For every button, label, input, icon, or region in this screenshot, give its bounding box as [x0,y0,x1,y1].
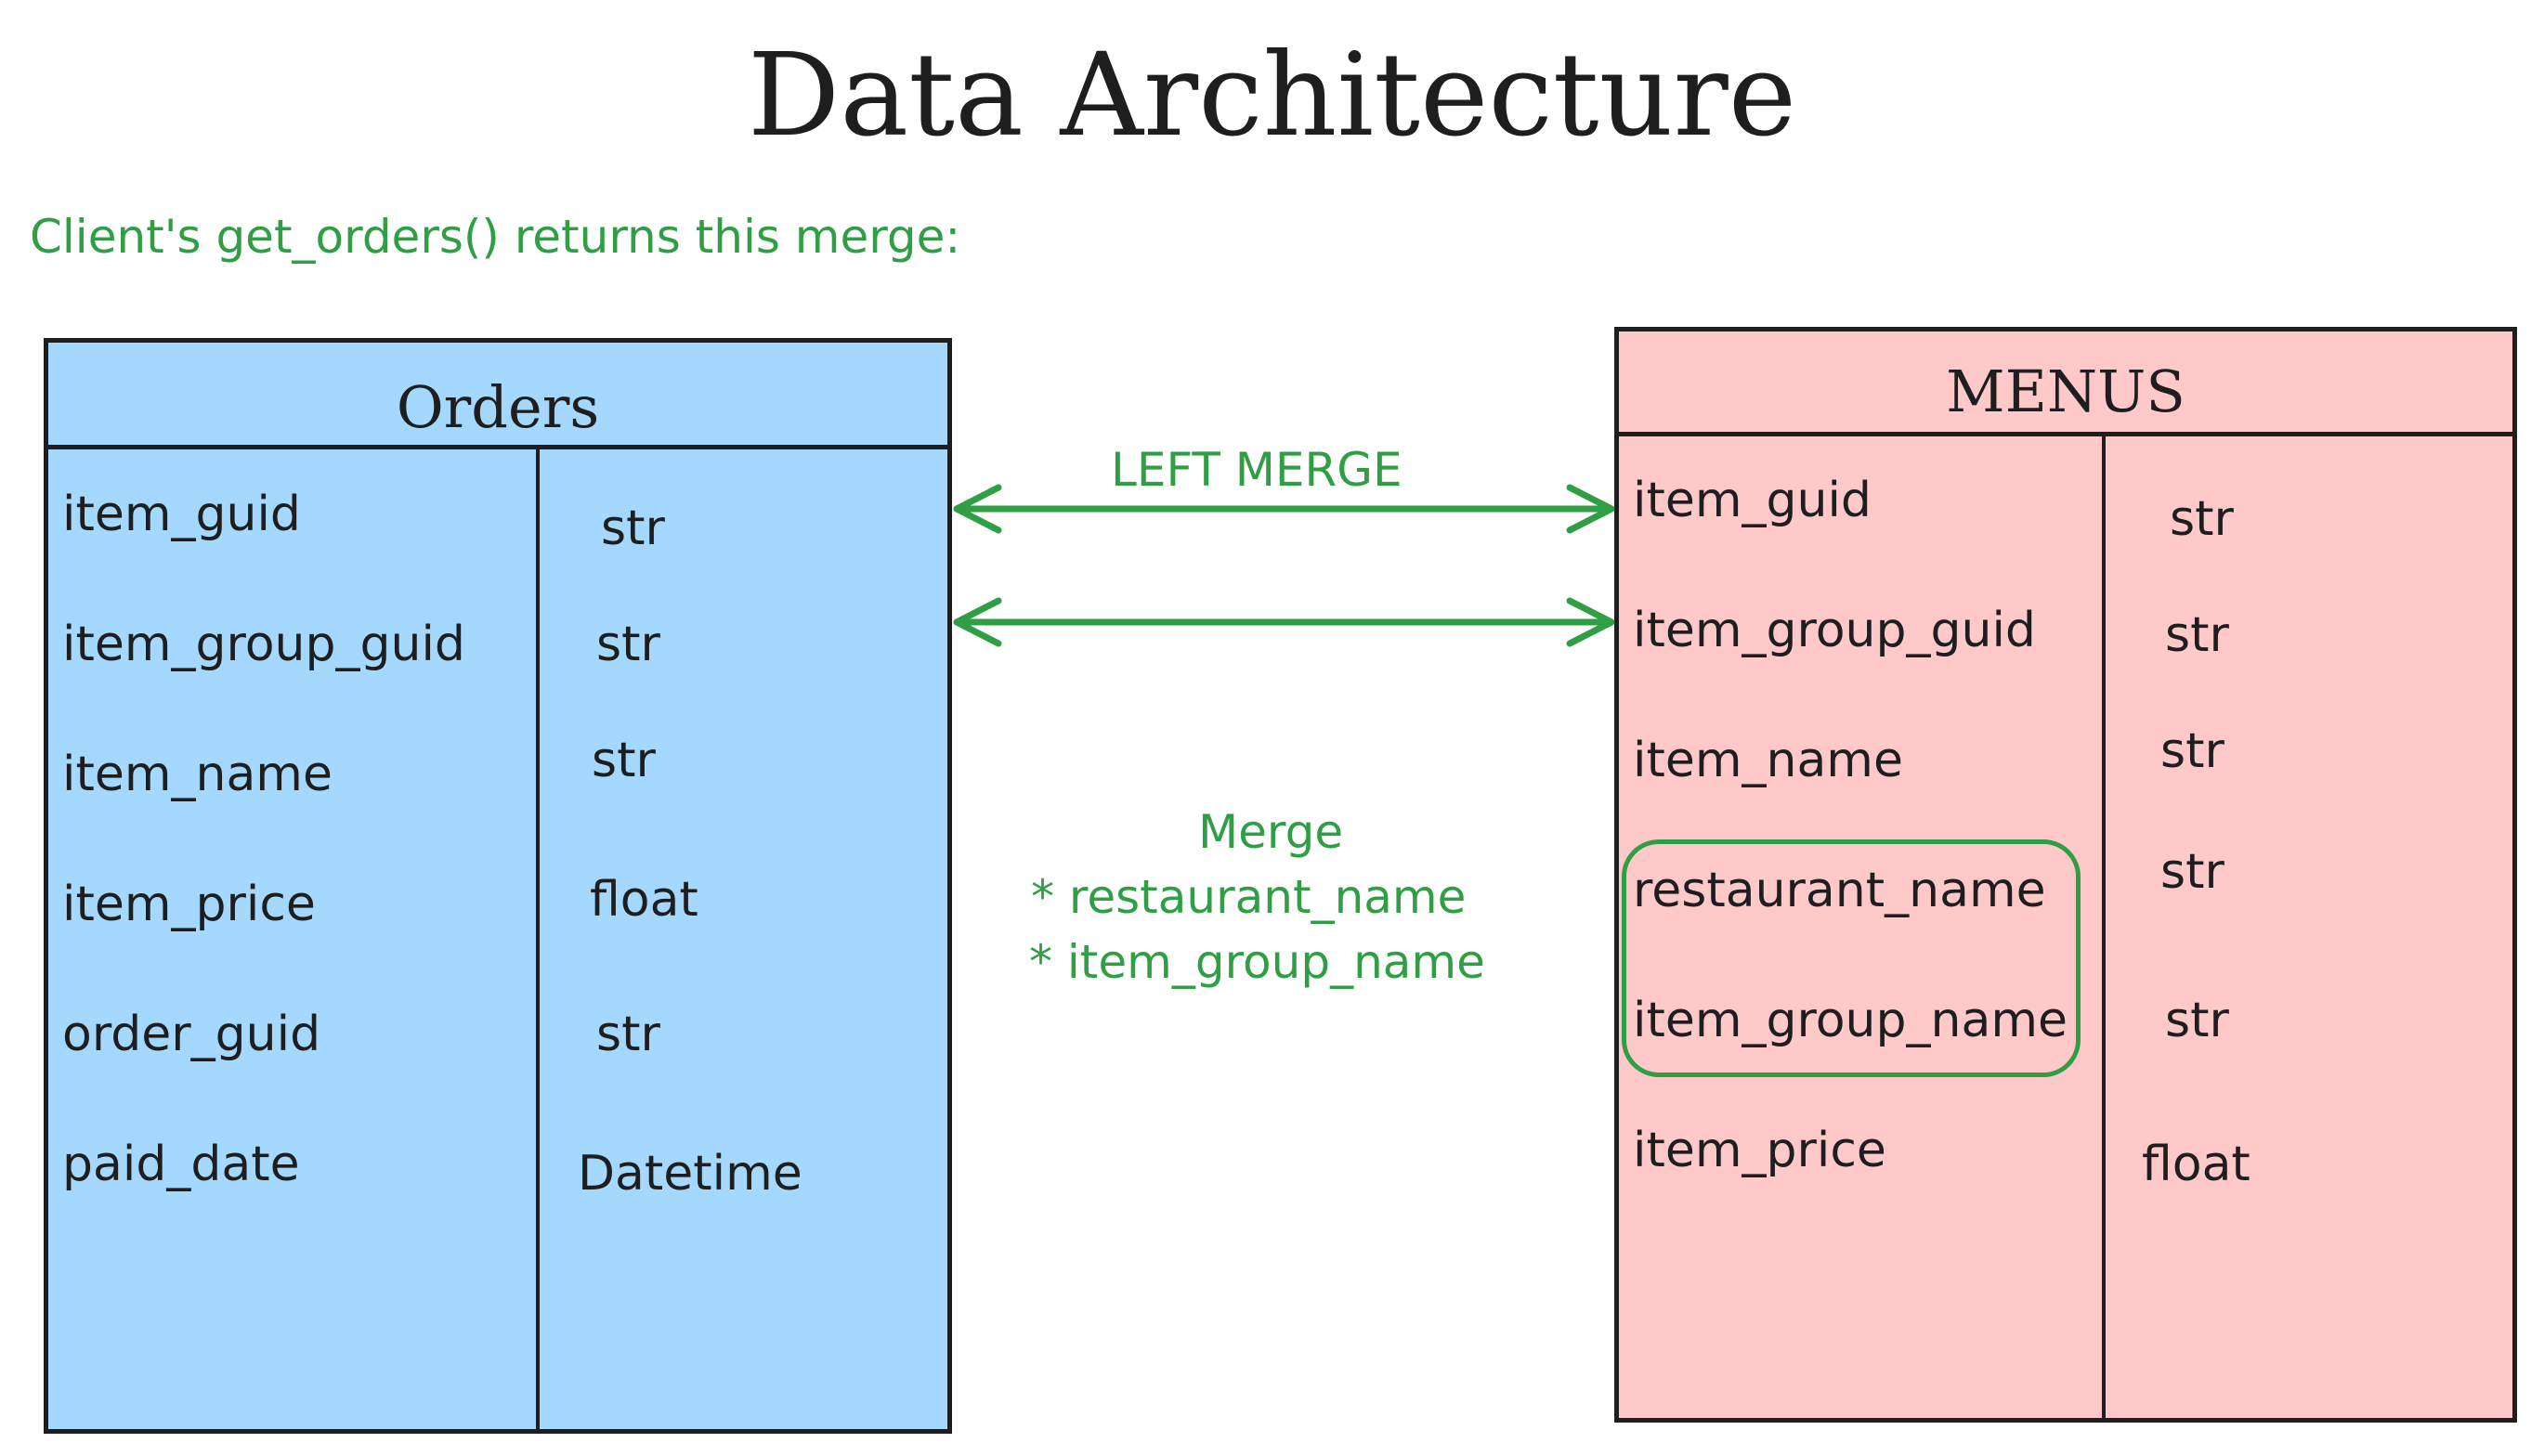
orders-table: Orders item_guid str item_group_guid str… [44,338,952,1434]
menus-field-type: str [2165,993,2229,1048]
menus-table-header: MENUS [1619,332,2512,436]
orders-field-type: float [590,872,698,928]
merged-fields-highlight [1622,839,2081,1077]
menus-table: MENUS item_guid str item_group_guid str … [1614,327,2517,1423]
merge-note-item: * item_group_name [1029,935,1485,989]
orders-field-type: str [596,1007,660,1062]
orders-table-header: Orders [48,343,947,449]
orders-field-name: item_guid [62,487,301,542]
menus-field-type: str [2160,723,2224,779]
orders-field-type: str [596,617,660,672]
menus-field-type: float [2142,1137,2250,1192]
merge-note-title: Merge [1198,805,1344,859]
merge-note-item: * restaurant_name [1031,870,1467,924]
orders-field-name: item_price [62,877,316,932]
menus-field-name: restaurant_name [1633,863,2046,918]
menus-field-type: str [2160,844,2224,900]
orders-field-name: item_name [62,747,333,802]
left-merge-label: LEFT MERGE [1111,443,1402,497]
orders-field-type: str [592,733,656,788]
menus-field-name: item_group_guid [1633,603,2036,658]
subtitle-note: Client's get_orders() returns this merge… [30,210,961,264]
join-arrow-item-group-guid [953,597,1615,647]
orders-field-name: item_group_guid [62,617,465,672]
menus-field-name: item_price [1633,1123,1886,1178]
menus-field-name: item_group_name [1633,993,2068,1048]
menus-field-name: item_name [1633,733,1903,788]
menus-field-name: item_guid [1633,473,1872,528]
menus-column-divider [2102,432,2106,1418]
orders-field-name: order_guid [62,1007,321,1062]
diagram-title: Data Architecture [747,29,1797,162]
orders-field-type: str [601,500,665,556]
orders-field-name: paid_date [62,1137,300,1192]
orders-field-type: Datetime [578,1146,802,1202]
orders-column-divider [536,445,540,1429]
menus-field-type: str [2170,491,2234,547]
menus-field-type: str [2165,607,2229,663]
